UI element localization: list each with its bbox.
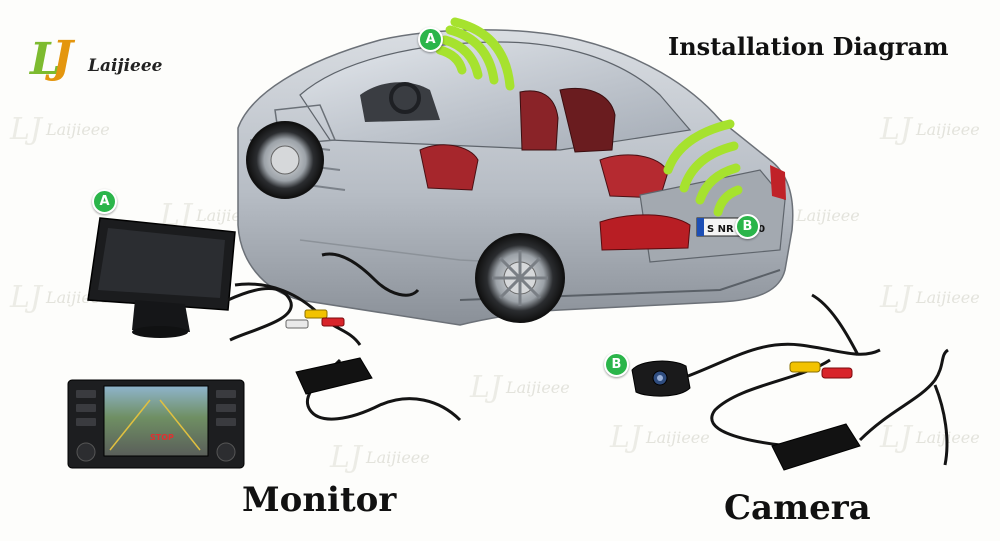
marker-b-car: B <box>735 214 760 239</box>
logo-letter-l: L <box>30 34 61 85</box>
marker-b-camera: B <box>604 352 629 377</box>
receiver-box <box>295 357 373 395</box>
transmitter-box <box>771 423 861 471</box>
logo-letter-j: J <box>52 32 73 83</box>
screen-stop-text: STOP <box>150 433 174 442</box>
camera-label: Camera <box>724 488 871 528</box>
rca-connectors-camera <box>789 361 853 379</box>
marker-a-car: A <box>418 27 443 52</box>
head-unit-device: STOP <box>67 379 245 469</box>
camera-device <box>631 360 691 397</box>
monitor-label: Monitor <box>242 480 397 520</box>
wireless-waves-receiver <box>663 119 743 217</box>
rca-connectors-monitor <box>285 309 345 329</box>
diagram-title: Installation Diagram <box>668 32 949 61</box>
marker-a-monitor: A <box>92 189 117 214</box>
wireless-waves-transmitter <box>435 17 515 91</box>
logo-text: Laijieee <box>88 56 163 76</box>
car: S NR 4320 <box>237 29 794 326</box>
monitor-device <box>87 217 236 338</box>
camera-cables <box>687 293 949 466</box>
